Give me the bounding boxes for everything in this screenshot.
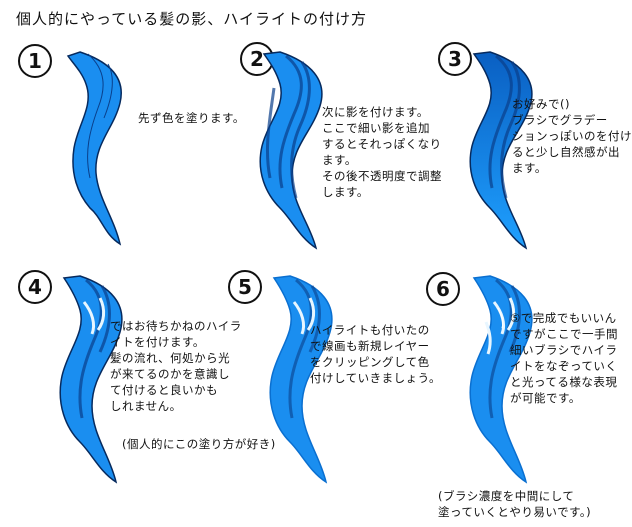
step-2-text: 次に影を付けます。 ここで細い影を追加 するとそれっぽくなり ます。 その後不透… (322, 105, 442, 199)
step-3-text: お好みで() ブラシでグラデー ションっぽいのを付け ると少し自然感が出 ます。 (512, 97, 632, 175)
hair-illustration-1 (66, 51, 122, 246)
hair-illustration-4 (59, 275, 123, 484)
step-6-number: 6 (426, 272, 460, 306)
footer-note: (ブラシ濃度を中間にして 塗っていくとやり易いです。) (438, 489, 592, 519)
step-4-note: (個人的にこの塗り方が好き) (122, 437, 276, 451)
hair-illustration-2 (259, 51, 323, 250)
step-3-number: 3 (438, 42, 472, 76)
step-4-number: 4 (18, 270, 52, 304)
page-title: 個人的にやっている髪の影、ハイライトの付け方 (16, 10, 367, 28)
step-6-text: ⑤で完成でもいいん ですがここで一手間 細いブラシでハイラ イトをなぞっていく … (510, 311, 618, 405)
step-4-text: ではお待ちかねのハイラ イトを付けます。 髪の流れ、何処から光 が来てるのかを意… (110, 319, 242, 413)
step-1-text: 先ず色を塗ります。 (138, 111, 245, 125)
hair-illustration-3 (469, 51, 533, 250)
step-5-text: ハイライトも付いたの で線画も新規レイヤー をクリッピングして色 付けしていきま… (310, 323, 441, 385)
hair-illustration-5 (269, 275, 333, 484)
step-1-number: 1 (18, 44, 52, 78)
step-5-number: 5 (228, 270, 262, 304)
hair-illustration-6 (469, 275, 533, 484)
